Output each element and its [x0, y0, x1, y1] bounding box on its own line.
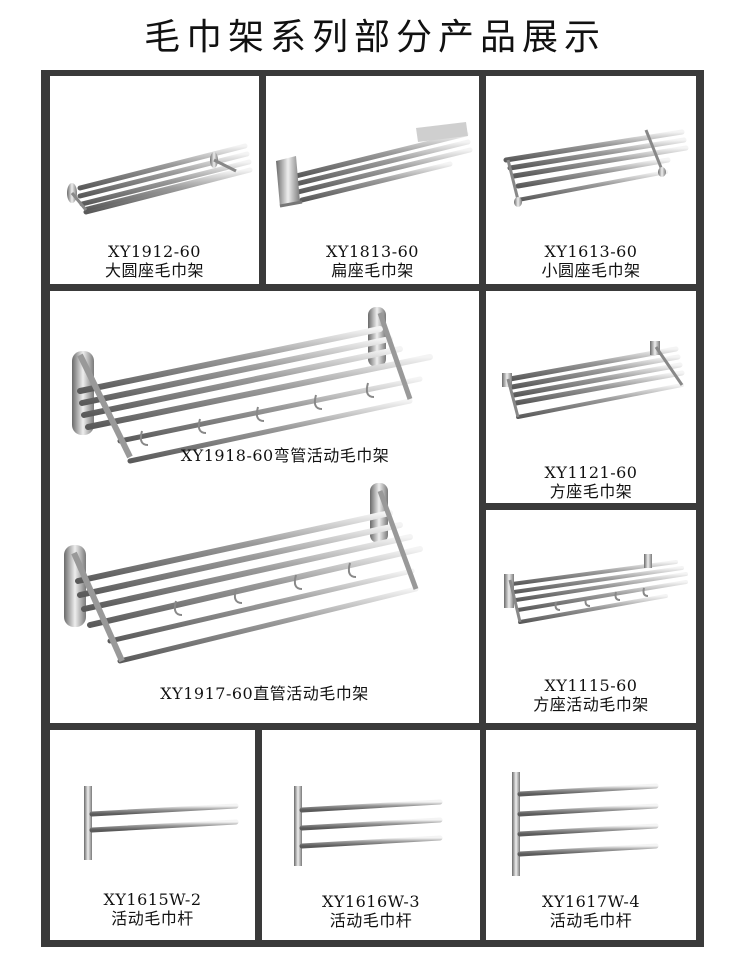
- product-caption: XY1917-60直管活动毛巾架: [50, 684, 479, 703]
- product-card-xy1617w: XY1617W-4 活动毛巾杆: [486, 730, 696, 940]
- product-card-xy1115: XY1115-60 方座活动毛巾架: [486, 510, 696, 723]
- product-caption: XY1615W-2 活动毛巾杆: [50, 890, 255, 928]
- product-card-xy1918-xy1917: XY1918-60弯管活动毛巾架 XY1917-60直管活动毛巾架: [50, 291, 479, 723]
- product-caption: XY1813-60 扁座毛巾架: [266, 242, 479, 280]
- product-name: 扁座毛巾架: [331, 261, 414, 280]
- product-name: 方座毛巾架: [549, 482, 633, 501]
- page-title: 毛巾架系列部分产品展示: [143, 17, 606, 58]
- product-card-xy1912: XY1912-60 大圆座毛巾架: [50, 76, 259, 284]
- product-model: XY1813-60: [326, 242, 419, 261]
- towel-bar-image: [512, 772, 659, 876]
- towel-rack-image: [503, 129, 689, 207]
- towel-bar-image: [84, 786, 239, 860]
- product-name: 活动毛巾杆: [111, 909, 194, 928]
- towel-rack-image: [276, 122, 473, 208]
- product-model: XY1616W-3: [321, 892, 421, 911]
- towel-rack-image: [504, 554, 688, 624]
- product-name: 方座活动毛巾架: [533, 695, 649, 714]
- product-caption: XY1617W-4 活动毛巾杆: [486, 892, 696, 930]
- product-card-xy1615w: XY1615W-2 活动毛巾杆: [50, 730, 255, 940]
- product-name: 小圆座毛巾架: [541, 261, 641, 280]
- product-name: 活动毛巾杆: [329, 911, 413, 930]
- product-model: XY1912-60: [108, 242, 201, 261]
- product-caption: XY1121-60 方座毛巾架: [486, 463, 696, 501]
- towel-rack-image: [502, 341, 685, 419]
- product-grid: XY1912-60 大圆座毛巾架 XY1813-60 扁座毛巾架: [41, 70, 704, 947]
- product-model: XY1121-60: [544, 463, 638, 482]
- product-caption: XY1115-60 方座活动毛巾架: [486, 676, 696, 714]
- product-caption: XY1918-60弯管活动毛巾架: [90, 446, 479, 465]
- product-model: XY1613-60: [544, 242, 638, 261]
- product-model: XY1115-60: [544, 676, 638, 695]
- towel-rack-image: [67, 143, 253, 215]
- product-caption: XY1616W-3 活动毛巾杆: [262, 892, 480, 930]
- product-label: XY1918-60弯管活动毛巾架: [180, 446, 390, 465]
- product-model: XY1617W-4: [541, 892, 641, 911]
- product-name: 大圆座毛巾架: [104, 261, 204, 280]
- towel-rack-image: [64, 307, 433, 664]
- towel-bar-image: [294, 786, 443, 866]
- product-caption: XY1613-60 小圆座毛巾架: [486, 242, 696, 280]
- product-card-xy1613: XY1613-60 小圆座毛巾架: [486, 76, 696, 284]
- product-card-xy1121: XY1121-60 方座毛巾架: [486, 291, 696, 503]
- product-card-xy1616w: XY1616W-3 活动毛巾杆: [262, 730, 480, 940]
- product-label: XY1917-60直管活动毛巾架: [160, 684, 369, 703]
- product-caption: XY1912-60 大圆座毛巾架: [50, 242, 259, 280]
- product-name: 活动毛巾杆: [549, 911, 633, 930]
- product-card-xy1813: XY1813-60 扁座毛巾架: [266, 76, 479, 284]
- product-model: XY1615W-2: [103, 890, 202, 909]
